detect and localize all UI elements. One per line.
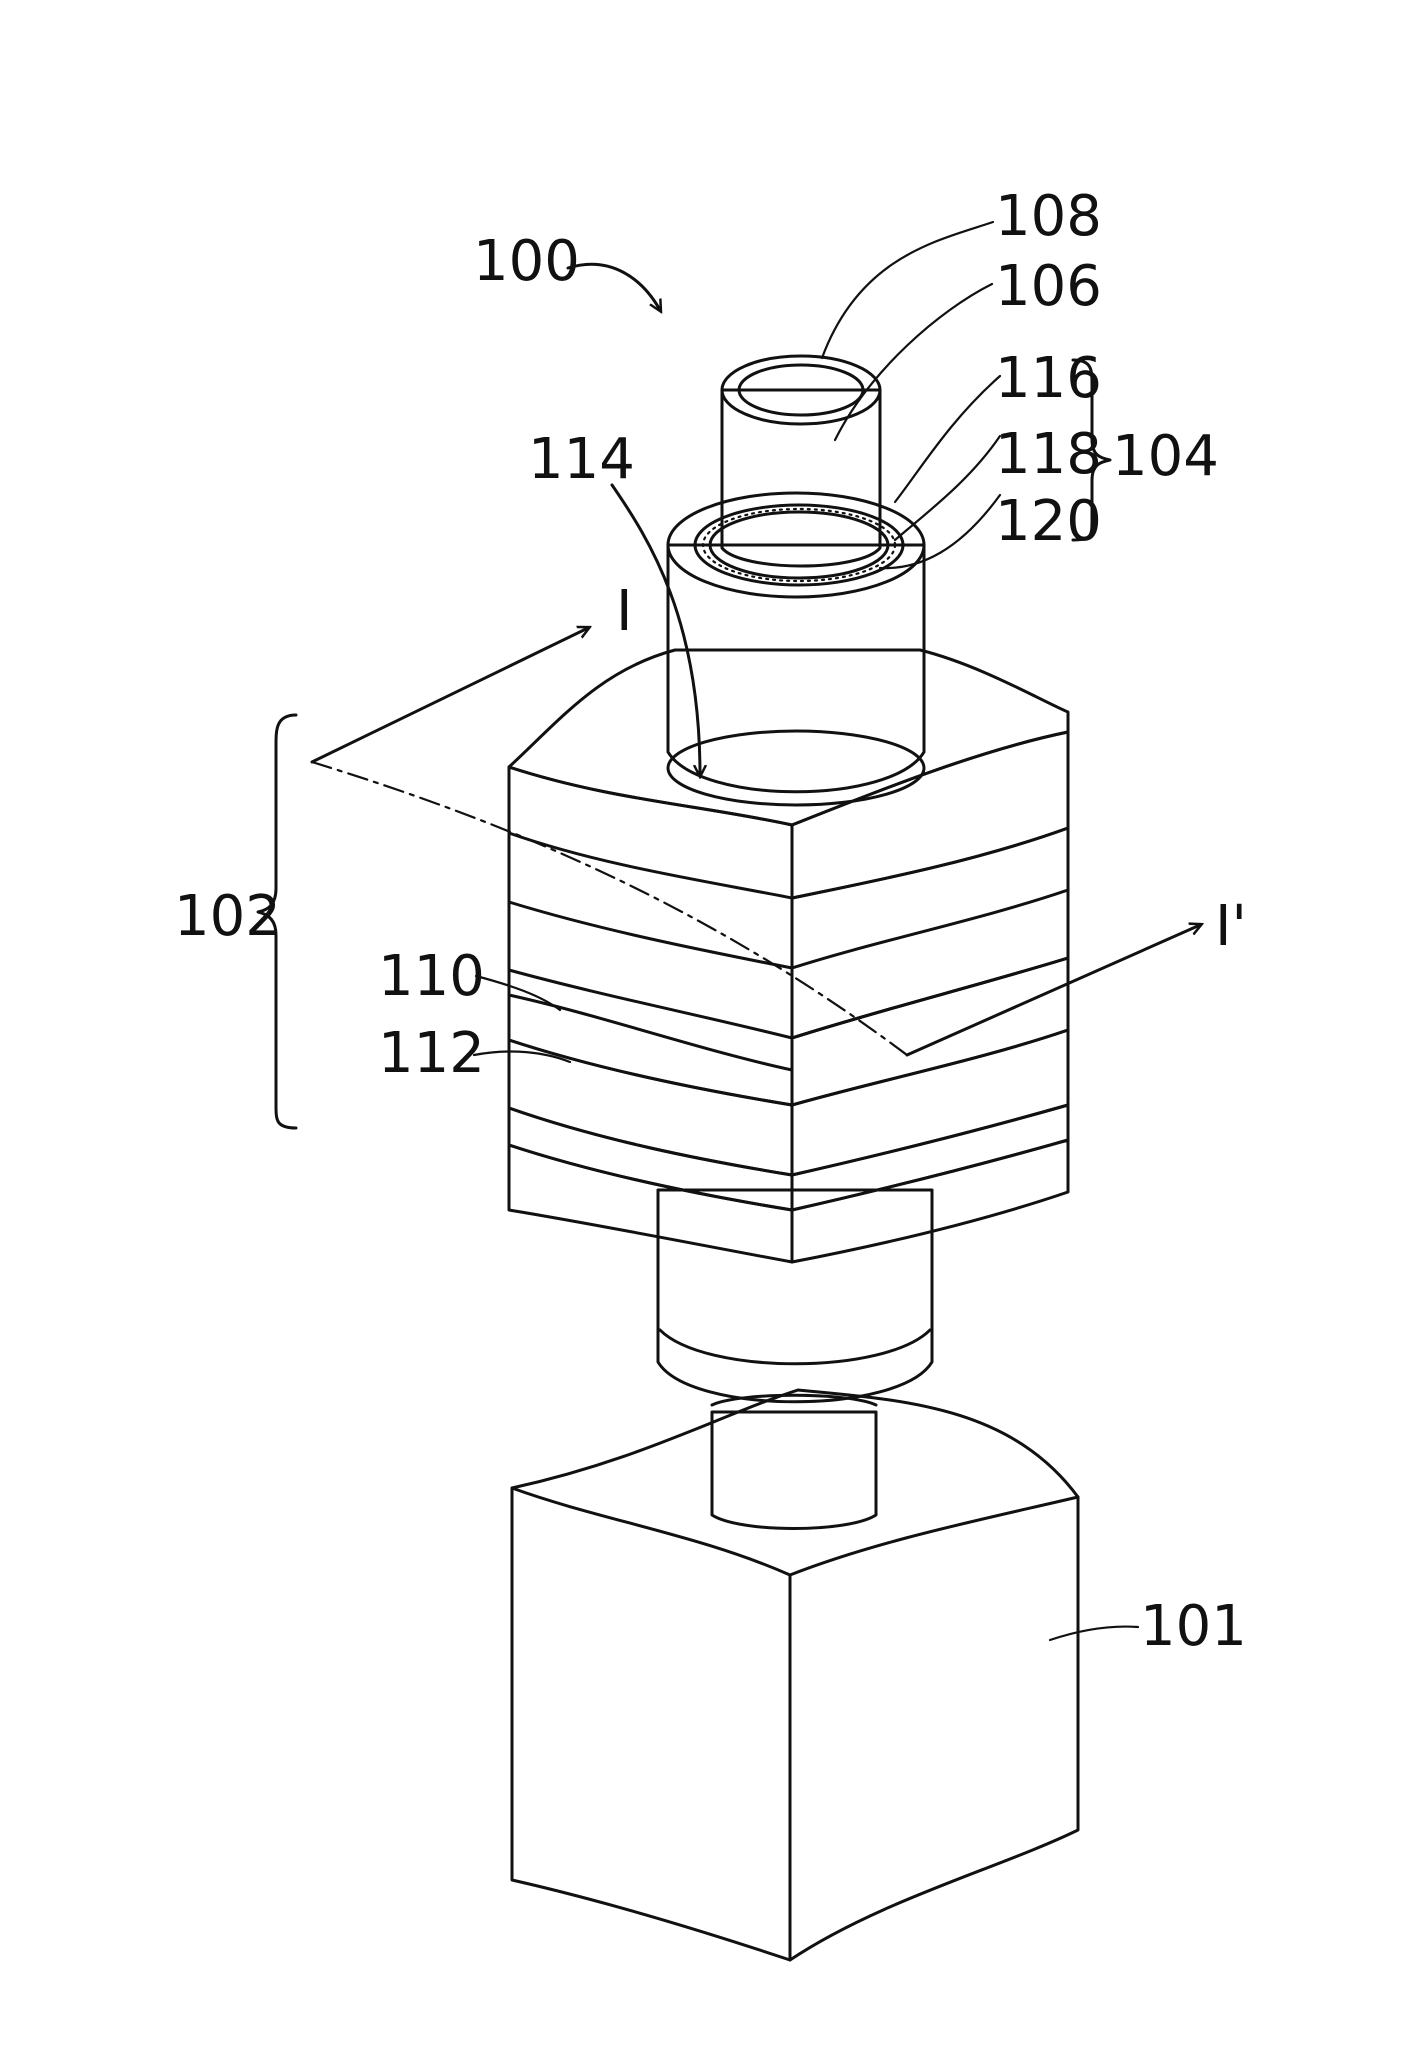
channel-pillar: [722, 356, 880, 566]
label-116: 116: [995, 346, 1102, 411]
labels: 100 108 106 116 118 120 104 114 I I' 102…: [174, 184, 1247, 1659]
label-108: 108: [995, 184, 1102, 249]
device-arrow: [568, 264, 660, 310]
label-100: 100: [473, 229, 580, 294]
label-118: 118: [995, 422, 1102, 487]
label-section-end: I': [1215, 894, 1247, 959]
label-114: 114: [528, 427, 635, 492]
label-112: 112: [378, 1021, 485, 1086]
label-section-start: I: [616, 579, 633, 644]
label-106: 106: [995, 254, 1102, 319]
lower-sleeve: [658, 1190, 932, 1405]
upper-sleeve: [668, 493, 924, 792]
label-104: 104: [1112, 424, 1219, 489]
lower-channel-stub: [712, 1412, 876, 1529]
substrate-block: [512, 1390, 1078, 1960]
label-102: 102: [174, 884, 281, 949]
label-110: 110: [378, 944, 485, 1009]
label-120: 120: [995, 489, 1102, 554]
layer-stack: [509, 650, 1068, 1262]
label-101: 101: [1140, 1594, 1247, 1659]
